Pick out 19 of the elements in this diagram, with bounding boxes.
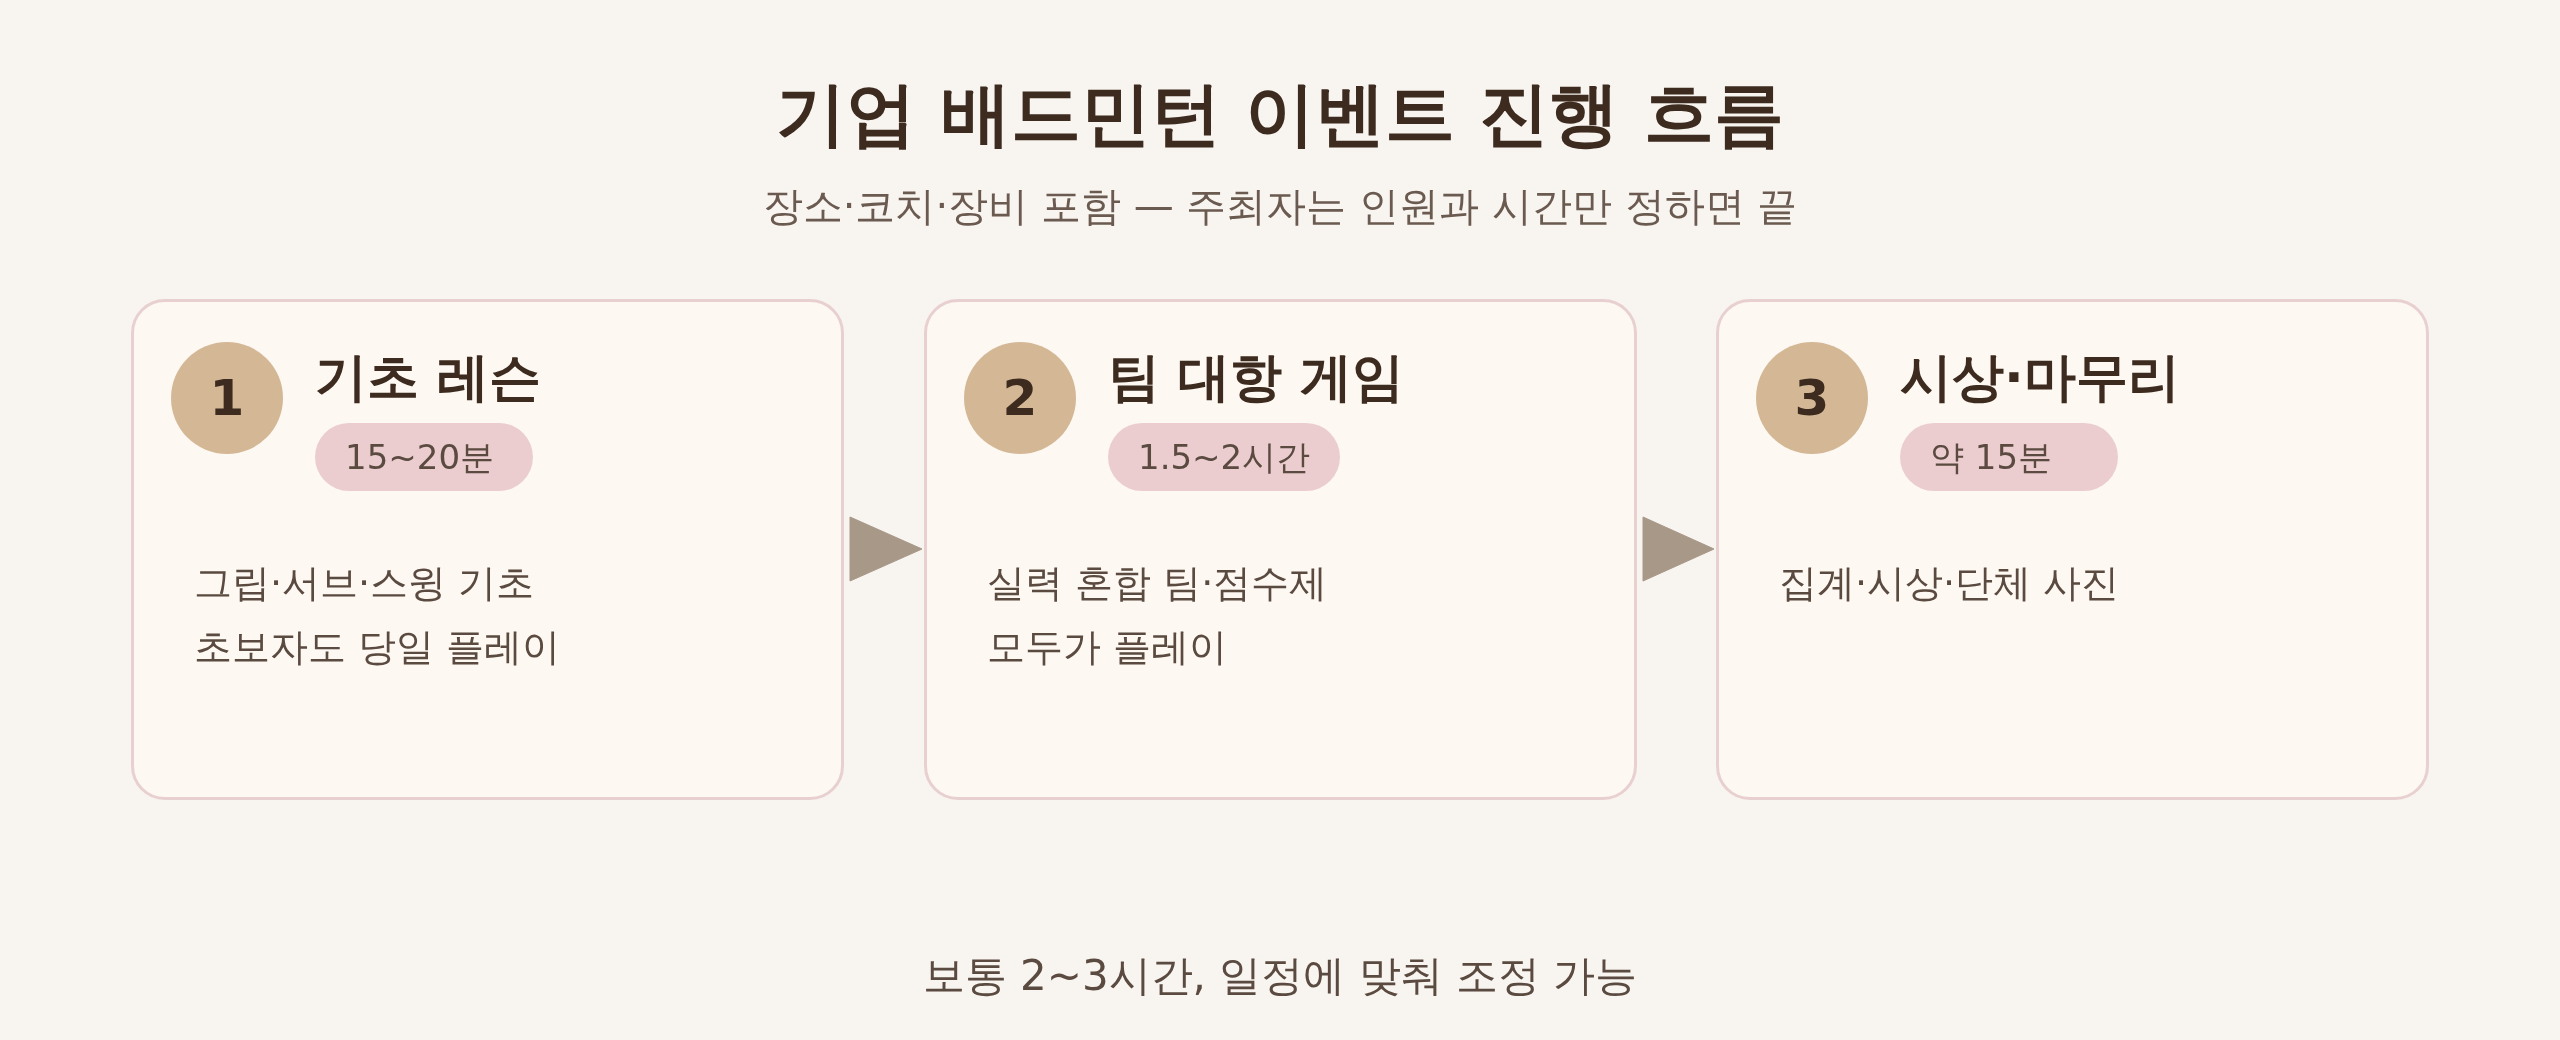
step-description: 그립·서브·스윙 기초 — [194, 560, 536, 607]
caption: 보통 2~3시간, 일정에 맞춰 조정 가능 — [921, 950, 1639, 1002]
arrow — [1642, 516, 1715, 582]
step-description: 실력 혼합 팀·점수제 — [987, 560, 1328, 607]
subtitle: 장소·코치·장비 포함 — 주최자는 인원과 시간만 정하면 끝 — [761, 182, 1799, 231]
step-card — [924, 299, 1637, 800]
title: 기업 배드민턴 이벤트 진행 흐름 — [775, 72, 1785, 157]
duration-pill: 15~20분 — [315, 423, 533, 491]
step-description: 모두가 플레이 — [987, 624, 1229, 671]
step-card — [1716, 299, 2429, 800]
step-heading: 시상·마무리 — [1900, 346, 2180, 409]
step-description: 초보자도 당일 플레이 — [194, 624, 561, 671]
step-heading: 기초 레슨 — [315, 346, 542, 409]
arrow — [849, 516, 923, 582]
step-card — [131, 299, 844, 800]
duration-pill: 약 15분 — [1900, 423, 2118, 491]
step-heading: 팀 대항 게임 — [1108, 346, 1405, 409]
step-description: 집계·시상·단체 사진 — [1779, 560, 2120, 607]
duration-pill: 1.5~2시간 — [1108, 423, 1341, 491]
